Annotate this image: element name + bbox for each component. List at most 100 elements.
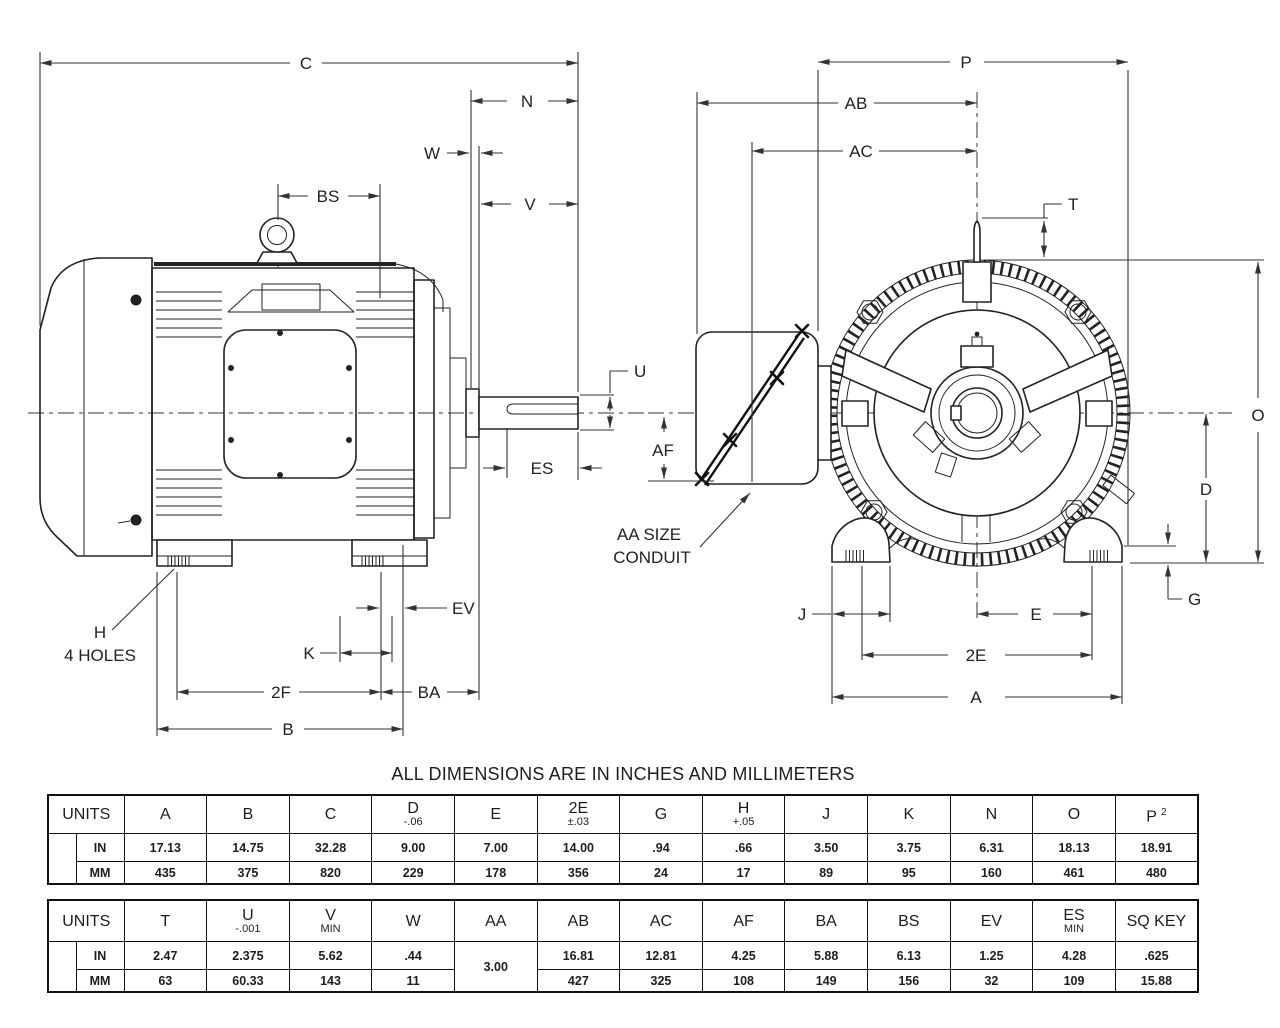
end-foot-right-hatch <box>1089 550 1108 562</box>
value-h-mm: 17 <box>701 861 786 885</box>
dim-label-h: H <box>94 623 106 642</box>
conduit-cover-edge <box>699 333 800 482</box>
row-label-in: IN <box>75 941 125 970</box>
dim-label-u: U <box>634 362 646 381</box>
dim-label-b: B <box>282 720 293 739</box>
motor-end-view <box>648 92 1232 622</box>
value-w-mm: 11 <box>371 969 455 993</box>
value-2e-mm: 356 <box>536 861 621 885</box>
clamp-pad-left <box>912 421 946 453</box>
value-k-mm: 95 <box>866 861 951 885</box>
value-g-mm: 24 <box>619 861 703 885</box>
fan-cover <box>39 257 153 557</box>
value-g-in: .94 <box>619 833 703 862</box>
motor-body <box>151 267 415 541</box>
col-header-h: H+.05 <box>701 794 786 834</box>
value-u-in: 2.375 <box>206 941 290 970</box>
side-view-dimensions: C N W BS V U ES EV <box>39 52 646 739</box>
col-header-sqkey: SQ KEY <box>1114 899 1199 942</box>
nameplate-screw <box>277 472 283 478</box>
value-w-in: .44 <box>371 941 455 970</box>
units-spacer <box>47 833 77 885</box>
row-label-mm: MM <box>75 969 125 993</box>
row-label-mm: MM <box>75 861 125 885</box>
dim-label-t: T <box>1068 195 1078 214</box>
clamp-pad-right <box>1008 421 1042 453</box>
dim-label-2e: 2E <box>966 646 987 665</box>
nameplate-screw <box>228 365 234 371</box>
conduit-cover-screws <box>694 323 810 487</box>
dimension-table-1: UNITS A B C D-.06 E 2E±.03 G H+.05 J K N… <box>47 794 1199 885</box>
eyebolt-ring-inner <box>267 225 287 245</box>
value-t-in: 2.47 <box>123 941 208 970</box>
dim-label-p: P <box>960 53 971 72</box>
value-k-in: 3.75 <box>866 833 951 862</box>
value-v-in: 5.62 <box>288 941 373 970</box>
conduit-note-line2: CONDUIT <box>613 548 690 567</box>
dim-label-es: ES <box>531 459 554 478</box>
dim-label-ev: EV <box>452 599 475 618</box>
nameplate-screw <box>346 365 352 371</box>
end-foot-left-arch <box>889 538 919 549</box>
value-ab-in: 16.81 <box>536 941 621 970</box>
value-bs-in: 6.13 <box>866 941 951 970</box>
bearing-bracket <box>413 279 435 539</box>
value-v-mm: 143 <box>288 969 373 993</box>
holes-note: 4 HOLES <box>64 646 136 665</box>
dim-label-w: W <box>424 144 440 163</box>
units-header: UNITS <box>47 794 125 834</box>
dim-label-v: V <box>524 195 536 214</box>
eyebolt-base <box>256 251 298 264</box>
col-header-e: E <box>453 794 538 834</box>
dim-T-references <box>982 203 1264 261</box>
value-ev-in: 1.25 <box>949 941 1034 970</box>
col-header-ab: AB <box>536 899 621 942</box>
spoke-left <box>841 349 932 413</box>
value-p-in: 18.91 <box>1114 833 1199 862</box>
hub-inner <box>938 374 1016 452</box>
value-o-mm: 461 <box>1032 861 1116 885</box>
nameplate-screw <box>346 437 352 443</box>
value-t-mm: 63 <box>123 969 208 993</box>
value-ac-mm: 325 <box>619 969 703 993</box>
col-header-bs: BS <box>866 899 951 942</box>
end-view-dimensions: P AB AC T O D G AF AA SIZE <box>613 53 1264 707</box>
dim-K-extensions <box>339 616 393 662</box>
grease-block <box>960 345 994 368</box>
col-header-a: A <box>123 794 208 834</box>
dim-label-ab: AB <box>845 94 868 113</box>
col-header-o: O <box>1032 794 1116 834</box>
dim-U-references <box>580 370 628 431</box>
col-header-k: K <box>866 794 951 834</box>
dim-J-extensions <box>831 566 891 704</box>
col-header-w: W <box>371 899 455 942</box>
value-j-in: 3.50 <box>784 833 868 862</box>
col-header-ac: AC <box>619 899 703 942</box>
value-af-in: 4.25 <box>701 941 786 970</box>
side-tab-right <box>1085 400 1113 427</box>
value-h-in: .66 <box>701 833 786 862</box>
cover-screw <box>130 514 142 526</box>
drain-plug <box>1102 474 1136 505</box>
front-foot <box>156 539 233 567</box>
units-header: UNITS <box>47 899 125 942</box>
dim-label-af: AF <box>652 441 674 460</box>
units-spacer <box>47 941 77 993</box>
nameplate-screw <box>228 437 234 443</box>
value-ba-in: 5.88 <box>784 941 868 970</box>
value-bs-mm: 156 <box>866 969 951 993</box>
value-ac-in: 12.81 <box>619 941 703 970</box>
value-d-in: 9.00 <box>371 833 455 862</box>
cooling-fins-upper <box>156 291 414 338</box>
col-header-b: B <box>206 794 290 834</box>
dim-P-extensions <box>817 70 1129 545</box>
col-header-p: P 2 <box>1114 794 1199 834</box>
conduit-leader <box>699 492 751 548</box>
nameplate-screw <box>277 330 283 336</box>
value-a-mm: 435 <box>123 861 208 885</box>
value-d-mm: 229 <box>371 861 455 885</box>
dim-label-ba: BA <box>418 683 441 702</box>
value-p-mm: 480 <box>1114 861 1199 885</box>
nameplate <box>223 329 357 479</box>
spoke-right <box>1022 349 1113 413</box>
